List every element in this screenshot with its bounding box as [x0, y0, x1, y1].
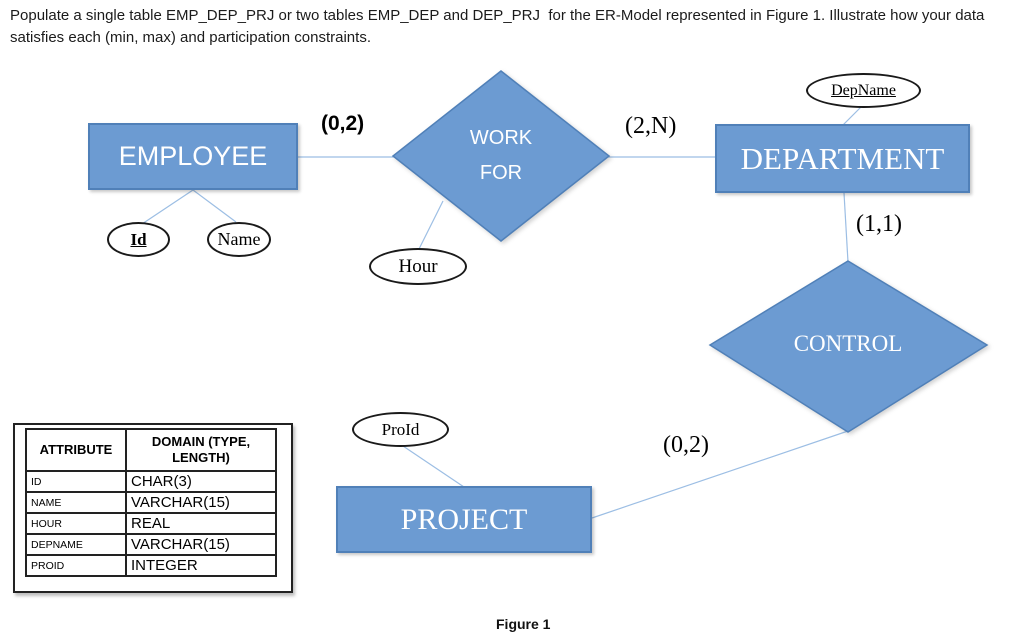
cardinality-employee-workfor: (0,2): [321, 112, 365, 135]
table-cell-domain: CHAR(3): [125, 470, 277, 493]
cardinality-department-control: (1,1): [856, 211, 902, 237]
attribute-domain-table: ATTRIBUTE DOMAIN (TYPE, LENGTH) ID CHAR(…: [25, 428, 277, 577]
connector-proid-project: [402, 445, 465, 488]
attribute-hour-label: Hour: [398, 255, 438, 277]
table-row: NAME VARCHAR(15): [25, 491, 277, 514]
connector-department-control: [843, 192, 849, 263]
cardinality-workfor-department: (2,N): [625, 113, 677, 139]
table-cell-attr: NAME: [25, 491, 127, 514]
attribute-depname-ellipse: DepName: [806, 73, 921, 108]
instruction-text: Populate a single table EMP_DEP_PRJ or t…: [10, 7, 989, 46]
attribute-id-label: Id: [130, 229, 147, 249]
table-cell-attr: PROID: [25, 554, 127, 577]
table-cell-attr: ID: [25, 470, 127, 493]
entity-department-label: DEPARTMENT: [740, 140, 945, 176]
cardinality-control-project: (0,2): [663, 432, 709, 458]
entity-employee: EMPLOYEE: [88, 123, 298, 190]
entity-department: DEPARTMENT: [715, 124, 970, 193]
entity-project: PROJECT: [336, 486, 592, 553]
attribute-hour-ellipse: Hour: [369, 248, 467, 285]
connector-employee-name: [192, 189, 237, 223]
relationship-control-label: CONTROL: [793, 331, 903, 356]
table-cell-attr: HOUR: [25, 512, 127, 535]
table-header-domain: DOMAIN (TYPE, LENGTH): [125, 428, 277, 472]
figure-caption: Figure 1: [496, 616, 551, 632]
entity-employee-label: EMPLOYEE: [118, 141, 268, 171]
table-cell-domain: VARCHAR(15): [125, 533, 277, 556]
attribute-name-ellipse: Name: [207, 222, 271, 257]
table-header-attribute: ATTRIBUTE: [25, 428, 127, 472]
entity-project-label: PROJECT: [400, 502, 528, 536]
table-row: PROID INTEGER: [25, 554, 277, 577]
table-row: HOUR REAL: [25, 512, 277, 535]
connector-depname-department: [842, 106, 862, 126]
table-cell-domain: INTEGER: [125, 554, 277, 577]
attribute-id-ellipse: Id: [107, 222, 170, 257]
attribute-proid-label: ProId: [381, 419, 420, 439]
connector-control-project: [591, 430, 849, 519]
relationship-control-diamond: [708, 260, 989, 433]
attribute-depname-label: DepName: [831, 81, 896, 99]
attribute-name-label: Name: [217, 229, 261, 249]
attribute-proid-ellipse: ProId: [352, 412, 449, 447]
table-cell-domain: VARCHAR(15): [125, 491, 277, 514]
table-header-row: ATTRIBUTE DOMAIN (TYPE, LENGTH): [25, 428, 277, 472]
table-cell-domain: REAL: [125, 512, 277, 535]
connector-workfor-hour: [418, 200, 444, 250]
attribute-domain-table-box: ATTRIBUTE DOMAIN (TYPE, LENGTH) ID CHAR(…: [13, 423, 293, 593]
relationship-work-for-label: WORK FOR: [469, 127, 533, 184]
table-row: DEPNAME VARCHAR(15): [25, 533, 277, 556]
relationship-work-for-diamond: [391, 70, 611, 242]
table-row: ID CHAR(3): [25, 470, 277, 493]
table-cell-attr: DEPNAME: [25, 533, 127, 556]
connector-employee-id: [141, 189, 194, 225]
